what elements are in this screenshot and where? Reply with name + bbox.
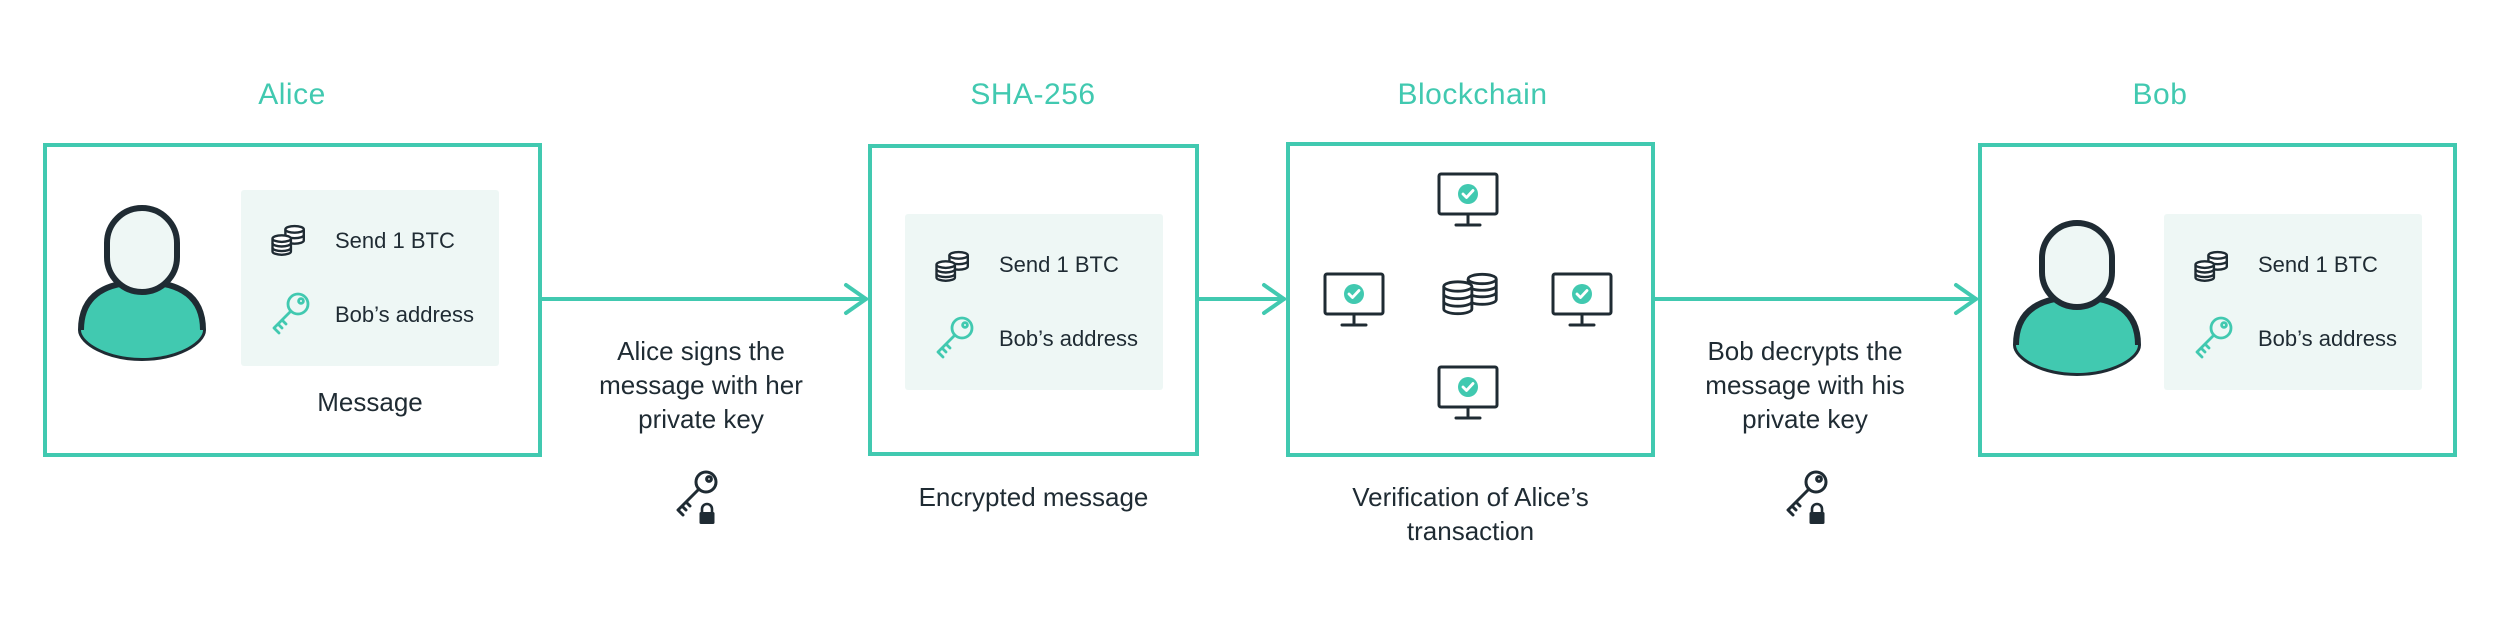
- key-icon: [268, 291, 312, 335]
- caption-line: transaction: [1406, 516, 1535, 546]
- arrow-right-icon: [538, 283, 868, 315]
- bob-title: Bob: [2132, 78, 2188, 111]
- alice-panel: Send 1 BTC Bob’s address Message: [43, 143, 542, 457]
- arrow-right-icon: [1196, 283, 1286, 315]
- user-avatar-icon: [2012, 217, 2142, 377]
- key-icon: [932, 315, 976, 359]
- blockchain-caption: Verification of Alice’s transaction: [1286, 480, 1655, 548]
- recipient-address-label: Bob’s address: [999, 326, 1139, 351]
- recipient-address-label: Bob’s address: [2258, 326, 2398, 351]
- send-amount-label: Send 1 BTC: [2258, 252, 2378, 277]
- sha-panel: Send 1 BTC Bob’s address: [868, 144, 1199, 456]
- alice-message-card: Send 1 BTC Bob’s address: [241, 190, 499, 366]
- blockchain-title: Blockchain: [1397, 78, 1548, 111]
- database-icon: [1440, 269, 1500, 319]
- send-amount-label: Send 1 BTC: [999, 252, 1119, 277]
- coins-icon: [931, 247, 977, 284]
- sha-message-card: Send 1 BTC Bob’s address: [905, 214, 1163, 390]
- computer-check-icon: [1322, 271, 1386, 331]
- step-text-line: Bob decrypts the: [1707, 336, 1903, 366]
- user-avatar-icon: [77, 202, 207, 362]
- key-icon: [2191, 315, 2235, 359]
- coins-icon: [2190, 247, 2236, 284]
- alice-signs-step: Alice signs the message with her private…: [556, 334, 846, 436]
- bob-decrypts-step: Bob decrypts the message with his privat…: [1660, 334, 1950, 436]
- coins-icon: [267, 221, 313, 258]
- blockchain-panel: [1286, 142, 1655, 457]
- caption-line: Verification of Alice’s: [1352, 482, 1589, 512]
- computer-check-icon: [1436, 171, 1500, 231]
- step-text-line: message with his: [1705, 370, 1905, 400]
- alice-title: Alice: [258, 78, 326, 111]
- computer-check-icon: [1436, 364, 1500, 424]
- recipient-address-label: Bob’s address: [335, 302, 475, 327]
- locked-key-icon: [670, 468, 726, 528]
- alice-caption: Message: [317, 387, 423, 417]
- step-text-line: private key: [1742, 404, 1868, 434]
- step-text-line: message with her: [599, 370, 803, 400]
- arrow-right-icon: [1652, 283, 1978, 315]
- step-text-line: Alice signs the: [617, 336, 785, 366]
- bob-message-card: Send 1 BTC Bob’s address: [2164, 214, 2422, 390]
- step-text-line: private key: [638, 404, 764, 434]
- computer-check-icon: [1550, 271, 1614, 331]
- sha-title: SHA-256: [970, 78, 1096, 111]
- send-amount-label: Send 1 BTC: [335, 228, 455, 253]
- sha-caption: Encrypted message: [918, 482, 1149, 512]
- bob-panel: Send 1 BTC Bob’s address: [1978, 143, 2457, 457]
- locked-key-icon: [1780, 468, 1836, 528]
